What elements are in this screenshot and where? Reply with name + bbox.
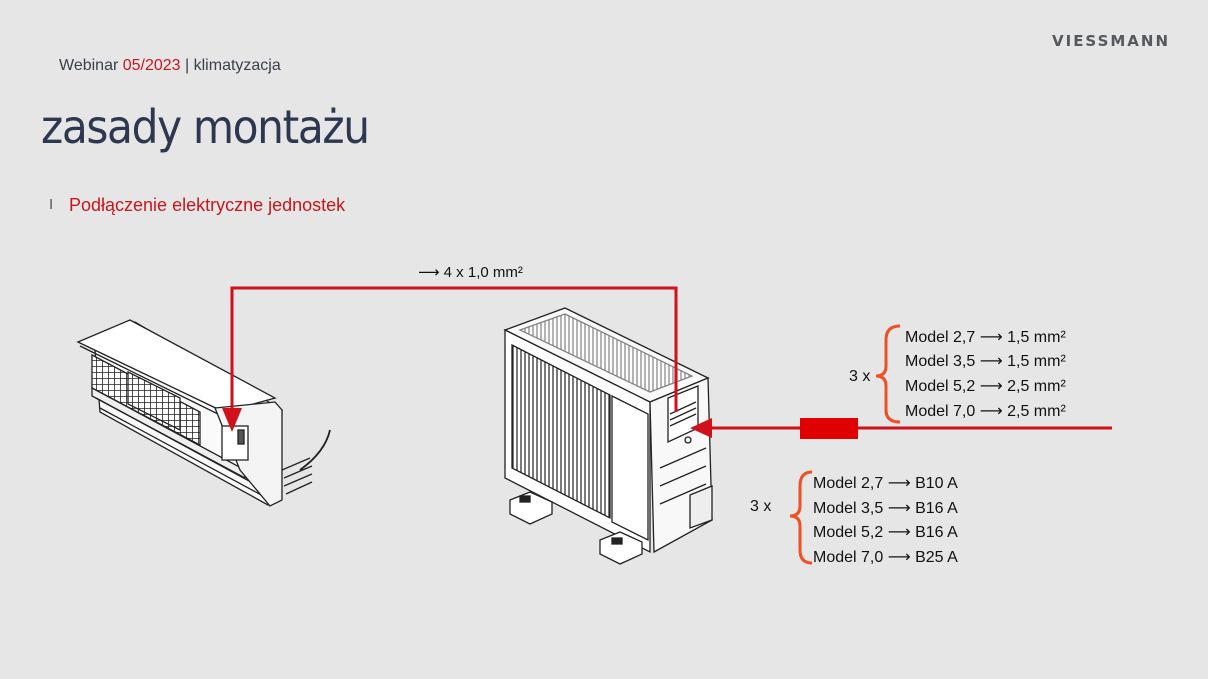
supply-model-3: Model 5,2 ⟶ 2,5 mm²	[905, 378, 1066, 395]
indoor-unit-icon	[76, 319, 331, 507]
breadcrumb-code: 05/2023	[122, 57, 181, 74]
bullet-marker: I	[49, 196, 54, 213]
viessmann-logo: VIESSMANN	[1052, 32, 1171, 50]
connection-cable	[222, 286, 678, 432]
breaker-model-1: Model 2,7 ⟶ B10 A	[813, 475, 958, 492]
section-subtitle: Podłączenie elektryczne jednostek	[69, 195, 346, 215]
supply-model-2: Model 3,5 ⟶ 1,5 mm²	[905, 353, 1066, 370]
breadcrumb: Webinar 05/2023 | klimatyzacja	[59, 57, 281, 75]
breaker-brace-icon	[789, 470, 813, 565]
breadcrumb-topic: klimatyzacja	[193, 57, 281, 74]
supply-model-1: Model 2,7 ⟶ 1,5 mm²	[905, 329, 1066, 346]
breadcrumb-prefix: Webinar	[59, 57, 123, 74]
supply-brace-icon	[875, 324, 901, 424]
supply-multiplier: 3 x	[849, 368, 870, 385]
breaker-model-4: Model 7,0 ⟶ B25 A	[813, 549, 958, 566]
breaker-multiplier: 3 x	[750, 498, 771, 515]
page-title: zasady montażu	[41, 100, 370, 154]
supply-model-4: Model 7,0 ⟶ 2,5 mm²	[905, 403, 1066, 420]
supply-cable	[690, 418, 1112, 439]
circuit-breaker-icon	[800, 418, 858, 439]
breaker-model-3: Model 5,2 ⟶ B16 A	[813, 524, 958, 541]
breadcrumb-separator: |	[180, 57, 194, 74]
connection-cable-label: ⟶ 4 x 1,0 mm²	[418, 264, 523, 281]
breaker-model-2: Model 3,5 ⟶ B16 A	[813, 500, 958, 517]
outdoor-unit-icon	[503, 307, 713, 565]
